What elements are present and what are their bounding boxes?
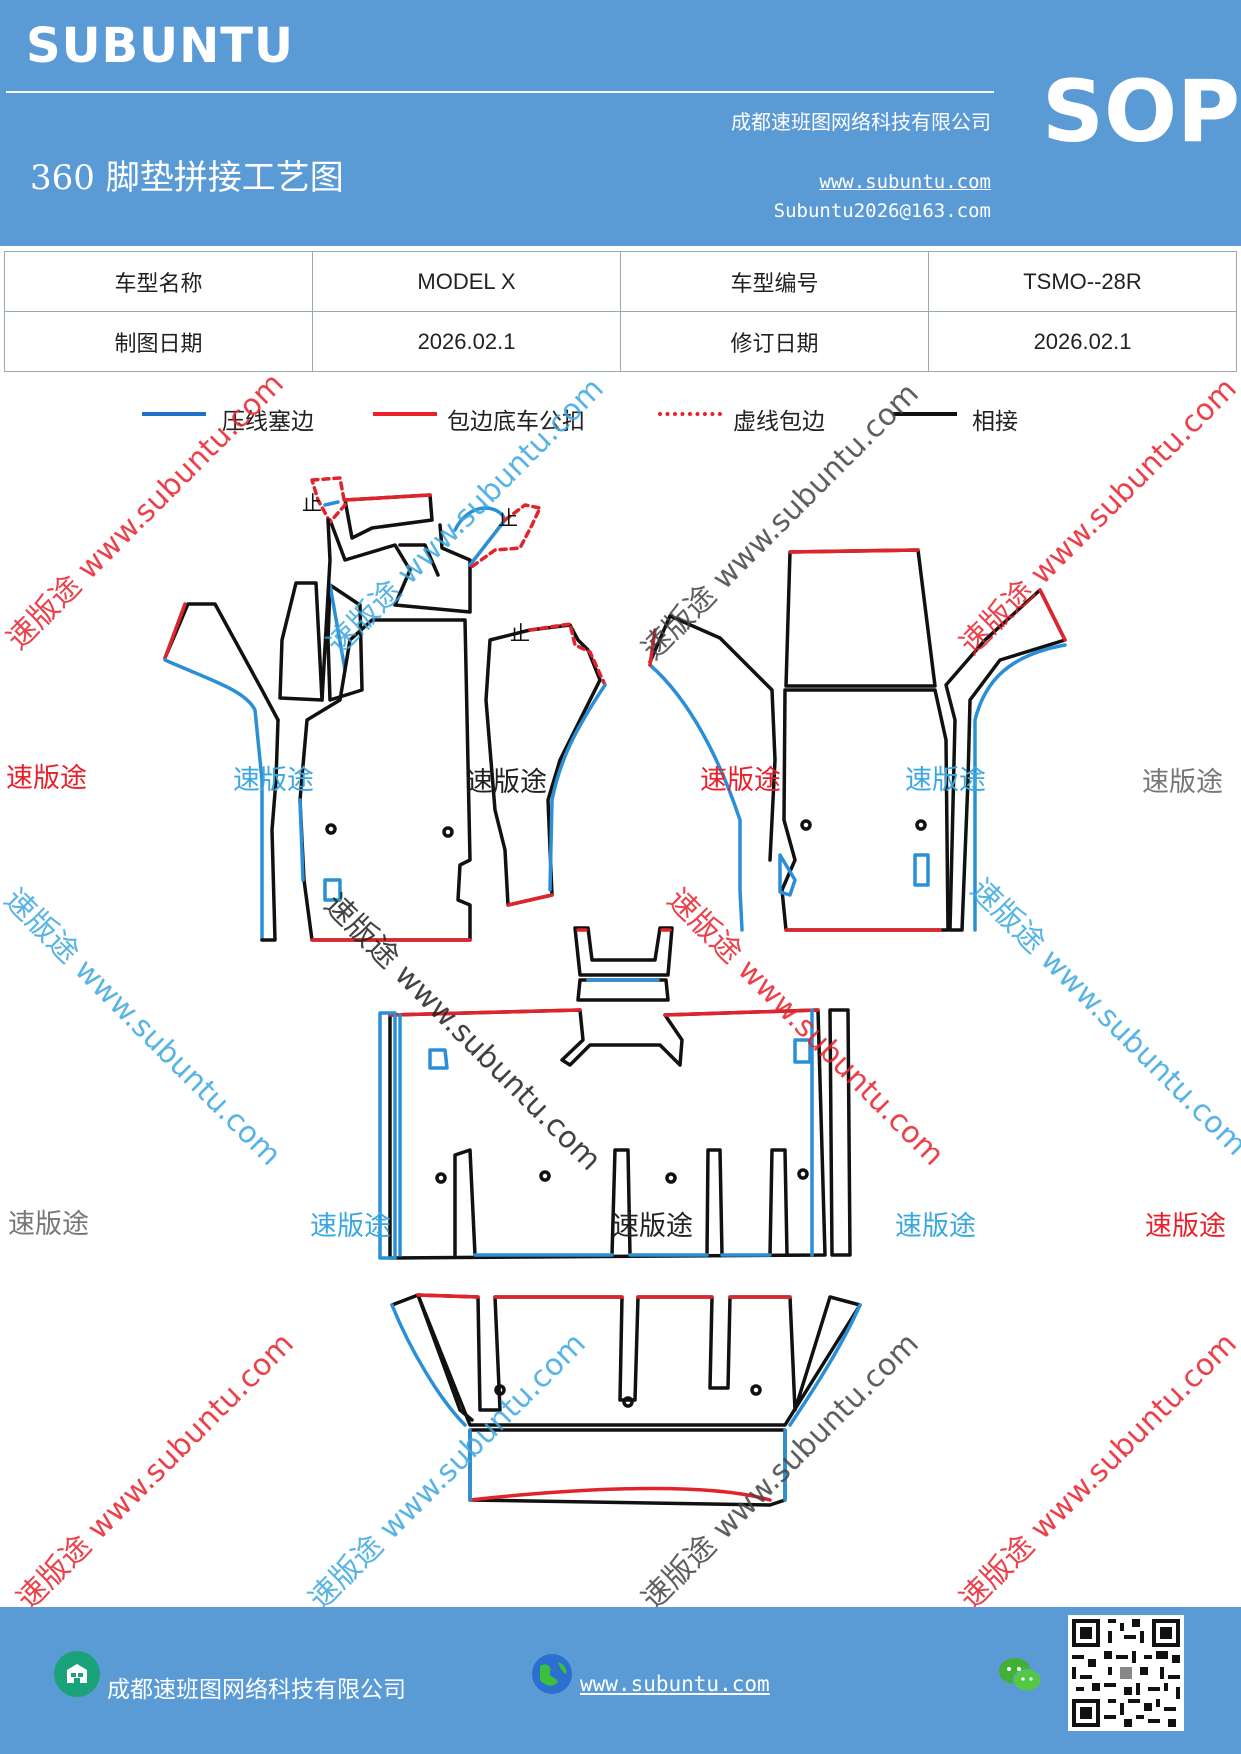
center-mats <box>378 926 852 1260</box>
legend-label-blue: 压线塞边 <box>222 409 314 435</box>
stop-mark: 止 <box>302 491 322 515</box>
watermark-brand: 速版途 <box>1142 767 1223 798</box>
model-code-label: 车型编号 <box>620 251 929 312</box>
header-company: 成都速班图网络科技有限公司 <box>731 110 991 134</box>
second-row-right-mats <box>648 548 1067 932</box>
watermark-brand: 速版途 <box>310 1211 391 1242</box>
stop-mark: 止 <box>498 506 518 530</box>
draw-date-label: 制图日期 <box>4 311 313 372</box>
footer-company: 成都速班图网络科技有限公司 <box>107 1677 406 1703</box>
brand-logo: SUBUNTU <box>26 18 294 74</box>
legend-swatch-black <box>893 412 957 416</box>
model-name-label: 车型名称 <box>4 251 313 312</box>
watermark-brand: 速版途 <box>612 1211 693 1242</box>
model-name-value: MODEL X <box>312 251 621 312</box>
watermark-brand: 速版途 <box>466 767 547 798</box>
watermark-brand: 速版途 <box>1145 1211 1226 1242</box>
legend: 压线塞边 包边底车公扣 虚线包边 相接 <box>0 402 1241 436</box>
info-table: 车型名称 MODEL X 车型编号 TSMO--28R 制图日期 2026.02… <box>4 251 1237 372</box>
footer-website-link[interactable]: www.subuntu.com <box>580 1672 770 1696</box>
globe-icon <box>530 1652 574 1696</box>
revise-date-value: 2026.02.1 <box>928 311 1237 372</box>
legend-label-black: 相接 <box>972 409 1018 435</box>
page-title: 360 脚垫拼接工艺图 <box>30 158 344 198</box>
watermark-brand: 速版途 <box>8 1209 89 1240</box>
legend-label-red: 包边底车公扣 <box>447 409 585 435</box>
watermark-brand: 速版途 <box>700 765 781 796</box>
legend-swatch-red <box>373 412 437 416</box>
rear-mats <box>390 1293 862 1507</box>
legend-label-red-dashed: 虚线包边 <box>733 409 825 435</box>
header-email-link[interactable]: Subuntu2026@163.com <box>773 200 991 222</box>
building-icon <box>54 1651 100 1697</box>
wechat-icon <box>997 1655 1043 1695</box>
sop-label: SOP <box>1042 62 1241 162</box>
legend-swatch-red-dashed <box>658 412 722 416</box>
legend-swatch-blue <box>142 412 206 416</box>
qr-code[interactable] <box>1068 1615 1184 1731</box>
draw-date-value: 2026.02.1 <box>312 311 621 372</box>
watermark-brand: 速版途 <box>895 1211 976 1242</box>
model-code-value: TSMO--28R <box>928 251 1237 312</box>
stop-mark: 止 <box>510 621 530 645</box>
header-website-link[interactable]: www.subuntu.com <box>819 171 991 193</box>
table-row: 制图日期 2026.02.1 修订日期 2026.02.1 <box>4 311 1237 372</box>
table-row: 车型名称 MODEL X 车型编号 TSMO--28R <box>4 251 1237 312</box>
revise-date-label: 修订日期 <box>620 311 929 372</box>
watermark-brand: 速版途 <box>6 763 87 794</box>
front-left-mats <box>163 476 607 942</box>
watermark-brand: 速版途 <box>233 765 314 796</box>
header-banner <box>0 0 1241 246</box>
watermark-brand: 速版途 <box>905 765 986 796</box>
header-divider <box>6 91 994 93</box>
